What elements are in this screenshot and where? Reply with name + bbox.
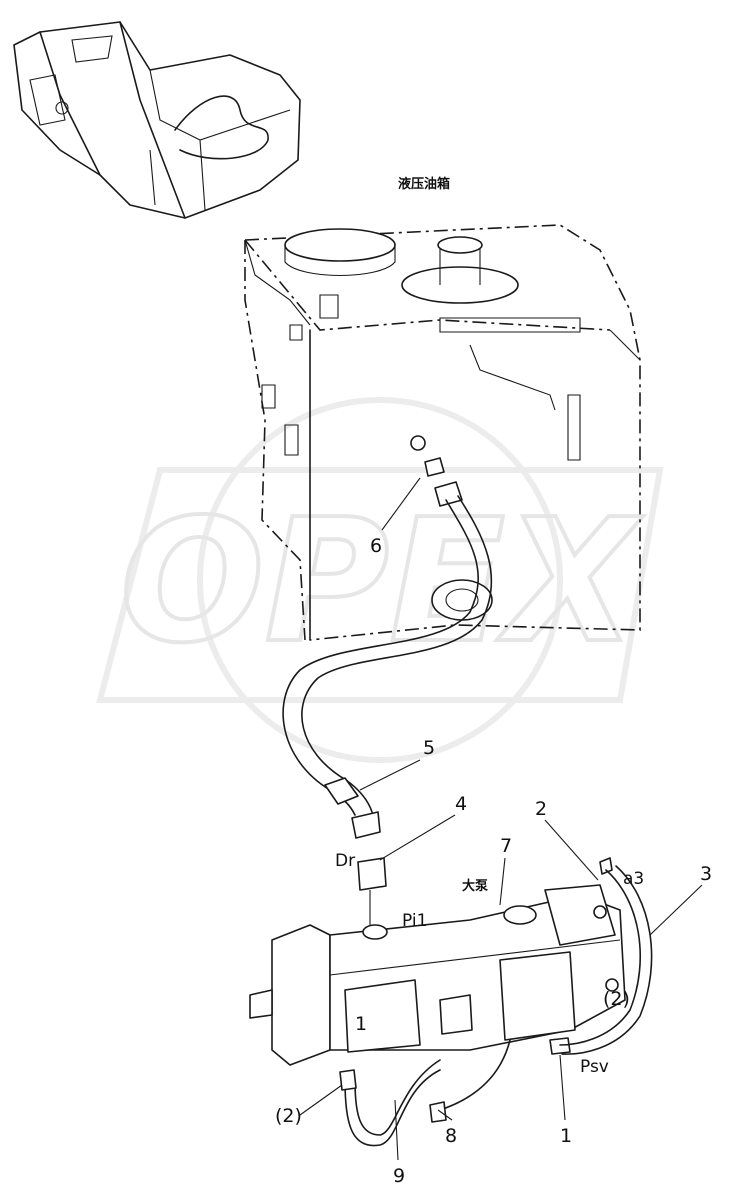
fitting-2-right (605, 978, 619, 992)
return-port-bore (445, 588, 479, 612)
pump-mount-flange (271, 924, 331, 1066)
hose-3 (559, 869, 641, 1046)
port-label-dr: Dr (335, 851, 355, 871)
filler-cap-side (284, 245, 396, 277)
port-label-a3: a3 (623, 869, 644, 889)
tank-location-highlight (174, 95, 269, 160)
cab-handle (55, 101, 69, 115)
return-port-flange (431, 579, 493, 621)
mount-tab-2 (261, 384, 276, 409)
adapter-6 (424, 457, 445, 477)
hose-9-wall (354, 1059, 441, 1136)
hose-5-nut (351, 811, 381, 839)
leader-7 (499, 857, 506, 906)
cab-window (71, 35, 113, 63)
port-label-pi1: Pi1 (402, 911, 427, 931)
callout-2-lower: (2) (275, 1105, 302, 1127)
watermark-gear (197, 397, 563, 763)
cab-front-edge (39, 31, 101, 176)
top-bracket (439, 317, 581, 333)
leader-2 (544, 819, 599, 881)
elbow-4 (357, 857, 387, 891)
watermark-frame (96, 467, 664, 703)
port-label-psv: Psv (580, 1057, 609, 1077)
hose-end-upper (434, 481, 463, 507)
filler-cap (284, 228, 396, 262)
leader-2-lower (299, 1084, 343, 1116)
callout-8: 8 (445, 1125, 457, 1147)
callout-7: 7 (500, 835, 512, 857)
leader-3 (649, 884, 703, 936)
mount-tab-1 (319, 294, 339, 319)
mount-tab-4 (289, 324, 303, 341)
leader-4 (379, 814, 456, 861)
excavator-overview (13, 21, 301, 219)
body-seam-2 (149, 149, 156, 206)
leader-5 (359, 759, 421, 791)
pump-center-block (439, 994, 473, 1035)
pi1-port (362, 924, 388, 940)
excavator-body-outline (13, 21, 301, 219)
hose-3-wall (561, 865, 653, 1055)
a3-fitting (599, 857, 613, 875)
page-title: 液压油箱 (398, 176, 450, 192)
callout-3: 3 (700, 863, 712, 885)
leader-lines (299, 477, 703, 1161)
drain-hose (282, 495, 493, 839)
cab-rear-edge (119, 21, 186, 219)
regulator-right (499, 951, 576, 1041)
leader-6 (381, 477, 421, 531)
tank-right-corner (609, 329, 641, 361)
main-pump (249, 857, 626, 1066)
callout-4: 4 (455, 793, 467, 815)
pump-label: 大泵 (462, 878, 488, 894)
callout-5: 5 (423, 737, 435, 759)
pump-seam (329, 939, 621, 976)
breather-neck (439, 245, 481, 285)
pump-rear-cover (544, 884, 616, 946)
watermark: OPEX (96, 397, 664, 763)
hydraulic-tank (244, 224, 641, 641)
breather-flange (401, 266, 519, 304)
hose-5-ferrule (324, 777, 359, 805)
leader-8 (437, 1109, 453, 1121)
right-strap (567, 394, 581, 461)
hose-9 (344, 1069, 441, 1147)
callout-2-right: (2) (603, 988, 630, 1010)
callout-1-right: 1 (560, 1125, 572, 1147)
tank-outline-dashed (244, 224, 641, 641)
watermark-text: OPEX (120, 483, 644, 681)
breather-top (437, 236, 483, 254)
body-seam-1 (199, 139, 206, 211)
fitting-2-top (593, 905, 607, 919)
callout-1-left: 1 (355, 1013, 367, 1035)
mount-tab-3 (284, 424, 299, 456)
pump-top-cap (503, 905, 537, 925)
psv-fitting (549, 1037, 571, 1055)
callout-2: 2 (535, 798, 547, 820)
fitting-2-lower (339, 1069, 357, 1091)
pump-input-shaft (249, 989, 273, 1019)
regulator-left (344, 979, 421, 1053)
hose-8 (439, 1039, 511, 1111)
callout-9: 9 (393, 1165, 405, 1187)
leader-1 (559, 1054, 566, 1121)
cab-door (29, 74, 66, 126)
leader-9 (394, 1099, 399, 1161)
tank-top-front-edge (244, 239, 611, 331)
drain-plug (410, 435, 426, 451)
fitting-8 (429, 1101, 447, 1123)
tank-bracket-left (244, 239, 311, 326)
side-bracket (469, 344, 556, 411)
callout-6: 6 (370, 535, 382, 557)
hood-line (149, 69, 291, 141)
